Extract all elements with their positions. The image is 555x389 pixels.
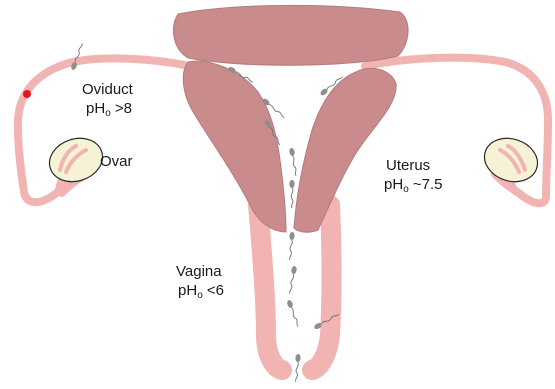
sperm-icon <box>289 180 294 208</box>
sperm-icon <box>287 266 297 294</box>
ovar-label: Ovar <box>100 152 133 171</box>
sperm-icon <box>287 232 295 260</box>
egg-cell-icon <box>23 90 31 98</box>
sperm-icon <box>293 354 301 382</box>
oviduct-name: Oviduct <box>82 80 133 99</box>
uterus-ph: pHo ~7.5 <box>384 175 443 194</box>
vagina-label: Vagina pHo <6 <box>176 262 224 300</box>
uterus-name: Uterus <box>384 156 443 175</box>
vagina-ph: pHo <6 <box>176 281 224 300</box>
uterus-right-wall <box>294 68 396 232</box>
uterus-fundus <box>173 5 408 65</box>
sperm-icon <box>289 148 299 176</box>
oviduct-label: Oviduct pHo >8 <box>82 80 133 118</box>
oviduct-ph: pHo >8 <box>82 99 133 118</box>
right-ovary-icon <box>479 132 543 189</box>
left-ovary-icon <box>44 132 108 189</box>
uterus-label: Uterus pHo ~7.5 <box>384 156 443 194</box>
uterus-left-wall <box>183 61 286 232</box>
vagina-name: Vagina <box>176 262 224 281</box>
sperm-icon <box>286 299 300 327</box>
